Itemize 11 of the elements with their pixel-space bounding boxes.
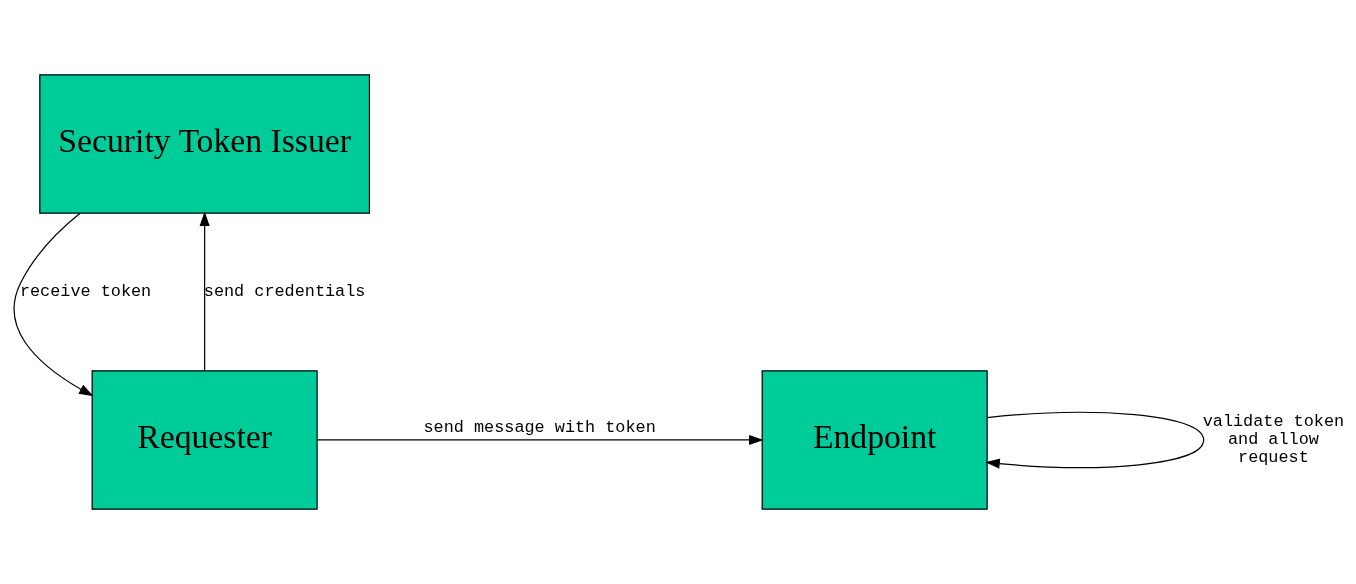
node-box: Requester (91, 370, 318, 510)
arrow (316, 434, 764, 445)
arrow (984, 411, 1204, 469)
node-box: Security Token Issuer (38, 74, 370, 214)
edge-label: receive token (19, 282, 151, 302)
edge-label: send message with token (423, 417, 656, 437)
edge-label: validate token and allow request (1202, 412, 1344, 468)
arrow (199, 211, 210, 372)
node-box: Endpoint (761, 370, 988, 510)
edge-label: send credentials (203, 282, 365, 302)
arrow (13, 212, 93, 397)
